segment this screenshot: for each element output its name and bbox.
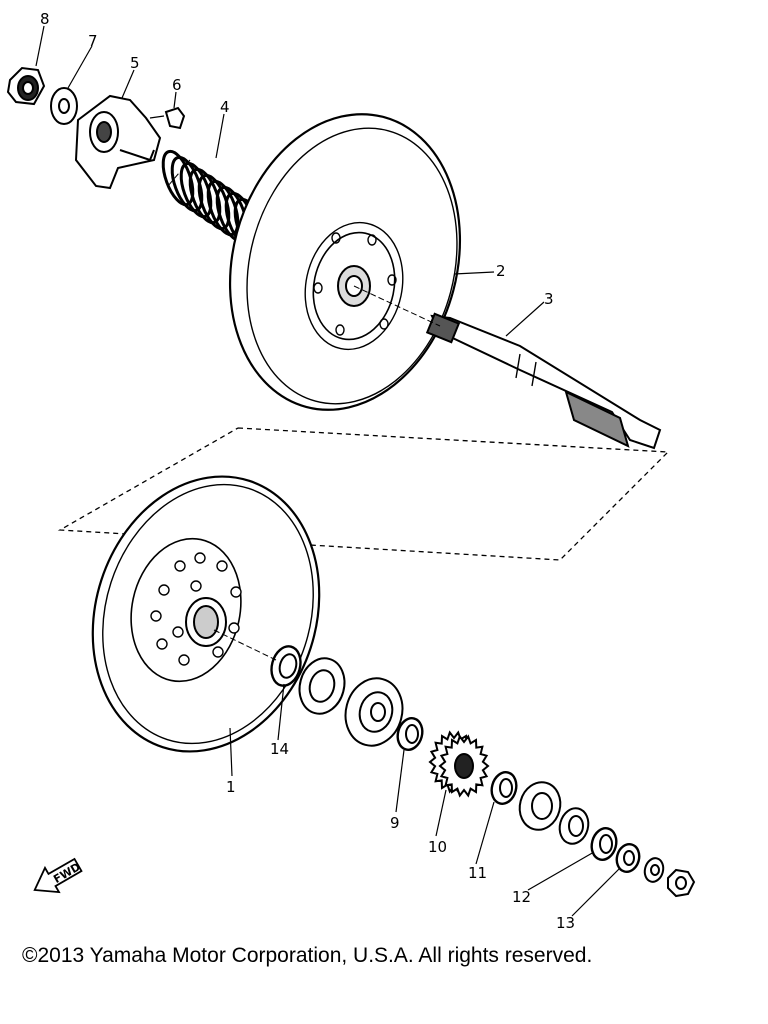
callout-14: 14 [270, 740, 289, 758]
callout-8: 8 [40, 10, 50, 28]
lock-washer [643, 857, 665, 883]
part-6-fitting [149, 106, 186, 130]
spacer-ring [558, 807, 590, 845]
callout-1: 1 [226, 778, 236, 796]
part-5-spider-bracket [74, 94, 162, 190]
part-7-washer [50, 87, 78, 125]
callout-6: 6 [172, 76, 182, 94]
bearing-2 [518, 781, 562, 831]
reference-plane-outline [57, 427, 670, 561]
callout-labels: 8 7 5 6 4 2 3 1 14 9 10 11 12 13 [40, 10, 575, 932]
copyright-notice: ©2013 Yamaha Motor Corporation, U.S.A. A… [22, 944, 593, 967]
part-10-sprocket [428, 730, 490, 798]
part-11-collar [490, 771, 518, 805]
callout-7: 7 [88, 32, 98, 50]
callout-11: 11 [468, 864, 487, 882]
part-12-collar [590, 827, 618, 861]
part-2-movable-sheave [228, 113, 462, 411]
callout-3: 3 [544, 290, 554, 308]
callout-4: 4 [220, 98, 230, 116]
callout-12: 12 [512, 888, 531, 906]
bearing-spacer [298, 657, 346, 715]
part-3-primary-shaft [425, 312, 662, 450]
end-nut [667, 868, 696, 898]
part-1-fixed-sheave [91, 475, 321, 753]
ball-bearing [344, 677, 404, 747]
exploded-parts-diagram: 8 7 5 6 4 2 3 1 14 9 10 11 12 13 FWD [6, 10, 696, 932]
part-9-collar [396, 717, 424, 751]
part-8-nut [6, 66, 46, 106]
callout-13: 13 [556, 914, 575, 932]
assembly-center-lines [167, 159, 441, 661]
callout-10: 10 [428, 838, 447, 856]
fwd-direction-arrow: FWD [33, 857, 83, 894]
callout-5: 5 [130, 54, 140, 72]
callout-9: 9 [390, 814, 400, 832]
part-13-washer [615, 842, 641, 874]
callout-2: 2 [496, 262, 506, 280]
part-14-collar [270, 645, 302, 687]
callout-leader-lines [35, 25, 621, 917]
